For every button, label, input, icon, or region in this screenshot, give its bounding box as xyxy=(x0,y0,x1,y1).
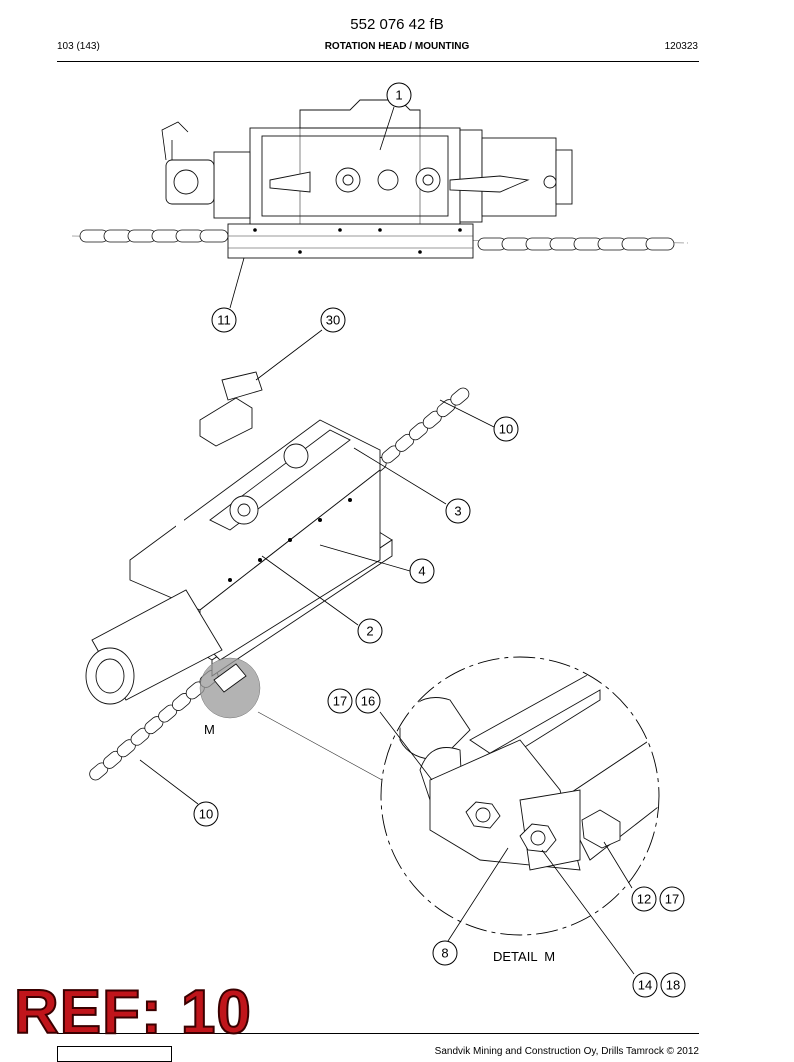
callout-4: 4 xyxy=(409,558,435,584)
callout-3: 3 xyxy=(445,498,471,524)
top-view-chain-left xyxy=(79,229,229,243)
svg-text:12: 12 xyxy=(637,892,651,907)
callout-10-lower: 10 xyxy=(193,801,219,827)
callout-14: 14 xyxy=(632,972,658,998)
callout-2: 2 xyxy=(357,618,383,644)
callout-1: 1 xyxy=(386,82,412,108)
detail-m-drawing xyxy=(257,656,660,936)
svg-text:4: 4 xyxy=(418,564,425,579)
top-view-drawing xyxy=(71,99,689,259)
callout-10-upper: 10 xyxy=(493,416,519,442)
document-number: 552 076 42 fB xyxy=(350,16,444,33)
footer-divider xyxy=(57,1033,699,1034)
iso-view-drawing xyxy=(85,371,470,781)
callout-11: 11 xyxy=(211,307,237,333)
page-reference: 103 (143) xyxy=(57,41,100,52)
date-code: 120323 xyxy=(664,41,698,52)
svg-text:30: 30 xyxy=(326,313,340,328)
header-divider xyxy=(57,61,699,62)
svg-text:17: 17 xyxy=(333,694,347,709)
svg-text:8: 8 xyxy=(441,946,448,961)
section-title: ROTATION HEAD / MOUNTING xyxy=(324,41,470,52)
callout-12: 12 xyxy=(631,886,657,912)
svg-text:10: 10 xyxy=(499,422,513,437)
company-logo xyxy=(57,1046,172,1062)
svg-text:1: 1 xyxy=(395,88,402,103)
callout-16: 16 xyxy=(355,688,381,714)
leader-lines xyxy=(139,106,635,975)
top-view-chain-right xyxy=(477,237,675,251)
callout-18: 18 xyxy=(660,972,686,998)
detail-title: DETAIL M xyxy=(493,949,555,964)
callout-17-bolt: 17 xyxy=(659,886,685,912)
detail-marker-label: M xyxy=(204,722,215,737)
svg-text:14: 14 xyxy=(638,978,652,993)
callout-8: 8 xyxy=(432,940,458,966)
svg-text:10: 10 xyxy=(199,807,213,822)
footer-copyright: Sandvik Mining and Construction Oy, Dril… xyxy=(434,1046,699,1057)
svg-text:3: 3 xyxy=(454,504,461,519)
svg-text:18: 18 xyxy=(666,978,680,993)
callout-30: 30 xyxy=(320,307,346,333)
reference-stamp: REF: 10 xyxy=(13,978,252,1047)
svg-text:2: 2 xyxy=(366,624,373,639)
svg-text:16: 16 xyxy=(361,694,375,709)
svg-text:11: 11 xyxy=(217,313,231,328)
svg-text:17: 17 xyxy=(665,892,679,907)
callout-17-detail: 17 xyxy=(327,688,353,714)
